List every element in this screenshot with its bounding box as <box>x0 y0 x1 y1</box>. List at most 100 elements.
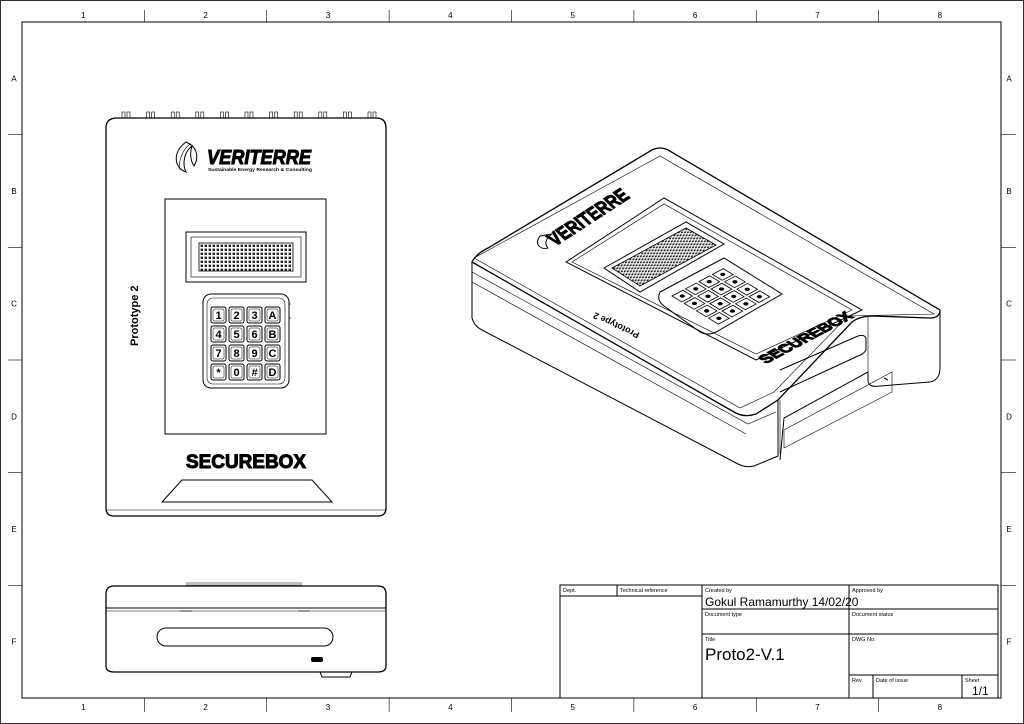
iso-keypad-key-mark <box>732 280 738 284</box>
zone-row-label: C <box>1006 300 1012 309</box>
iso-recess-panel <box>565 197 864 361</box>
keypad-key-label: 4 <box>215 329 222 341</box>
keypad-key-inner <box>266 327 279 341</box>
keypad-key <box>246 363 263 381</box>
keypad-key-label: 8 <box>233 348 239 360</box>
date-of-issue-label: Date of issue <box>876 678 908 684</box>
zone-row-label: F <box>12 638 17 647</box>
title-label: Title <box>705 637 715 643</box>
keypad-key-inner <box>230 327 243 341</box>
keypad-key-label: 0 <box>233 367 239 379</box>
front-brand-name: VERITERRE <box>207 147 312 169</box>
dept-label: Dept. <box>563 588 577 594</box>
keypad-key-label: A <box>269 310 277 322</box>
zone-row-label: E <box>1006 525 1011 534</box>
iso-top-face-outline <box>471 147 941 417</box>
iso-front-face <box>471 262 779 468</box>
iso-keypad-key-mark <box>691 301 698 306</box>
keypad-key-inner <box>212 308 225 322</box>
keypad-key <box>264 306 281 324</box>
keypad-key <box>246 306 263 324</box>
iso-keypad-key-mark <box>743 302 749 306</box>
iso-keypad-key-mark <box>679 294 685 298</box>
keypad-key-inner <box>212 365 225 379</box>
front-lcd-display <box>185 231 307 283</box>
zone-column-label: 7 <box>815 703 820 712</box>
zone-column-label: 8 <box>938 11 943 20</box>
keypad-key <box>210 325 227 343</box>
keypad-key <box>264 363 281 381</box>
keypad-key-label: 9 <box>251 348 257 360</box>
keypad-key-inner <box>266 365 279 379</box>
front-view-outline <box>105 117 387 517</box>
iso-keypad-key-mark <box>744 287 750 291</box>
iso-keypad-key-mark <box>717 301 723 306</box>
keypad-key <box>246 325 263 343</box>
zone-column-label: 6 <box>693 11 698 20</box>
iso-keypad-key-mark <box>731 294 737 299</box>
side-card-slot <box>156 627 334 647</box>
zone-column-label: 2 <box>203 11 208 20</box>
zone-row-label: D <box>1006 412 1012 421</box>
zone-row-label: B <box>1006 187 1011 196</box>
keypad-key-label: 7 <box>215 348 221 360</box>
keypad-key-inner <box>248 365 261 379</box>
keypad-key <box>246 344 263 362</box>
zone-column-label: 1 <box>81 11 86 20</box>
zone-row-label: F <box>1007 638 1012 647</box>
front-view: VERITERRE Sustainable Energy Research & … <box>105 111 387 517</box>
iso-leaf-icon <box>537 233 553 249</box>
zone-column-label: 4 <box>448 703 453 712</box>
keypad-key-inner <box>230 365 243 379</box>
keypad-key-inner <box>266 308 279 322</box>
iso-keypad-key-mark <box>729 309 735 313</box>
keypad-key-inner <box>248 346 261 360</box>
zone-row-label: B <box>11 187 16 196</box>
keypad-key <box>264 344 281 362</box>
zone-row-label: D <box>11 412 17 421</box>
iso-keypad <box>658 257 783 335</box>
keypad-key <box>210 363 227 381</box>
iso-keypad-key-mark <box>716 316 722 320</box>
iso-keypad-key-mark <box>693 287 699 291</box>
iso-keypad-key-mark <box>720 272 726 277</box>
keypad-key <box>264 325 281 343</box>
keypad-key <box>228 306 245 324</box>
dwg-no-label: DWG No. <box>852 637 876 643</box>
front-recess-panel <box>164 198 327 435</box>
iso-keypad-key-mark <box>756 294 762 299</box>
keypad-key-label: # <box>251 367 257 379</box>
keypad-key <box>228 325 245 343</box>
keypad-key-inner <box>248 308 261 322</box>
side-foot <box>319 671 353 678</box>
side-view <box>105 582 387 678</box>
front-brand-tagline: Sustainable Energy Research & Consulting <box>208 167 312 172</box>
zone-column-label: 3 <box>326 703 331 712</box>
keypad-key <box>210 344 227 362</box>
keypad-key-label: 1 <box>215 310 221 322</box>
iso-side-slot <box>779 334 867 393</box>
zone-column-label: 4 <box>448 11 453 20</box>
keypad-key <box>228 363 245 381</box>
keypad-key-inner <box>212 327 225 341</box>
zone-row-label: A <box>1006 74 1012 83</box>
keypad-key-label: 5 <box>233 329 239 341</box>
keypad-key-label: C <box>269 348 277 360</box>
created-by-label: Created by <box>705 588 732 594</box>
zone-row-label: E <box>11 525 16 534</box>
keypad-key-inner <box>230 346 243 360</box>
leaf-flame-icon <box>175 141 198 173</box>
zone-column-label: 2 <box>203 703 208 712</box>
keypad-key-label: 3 <box>251 310 257 322</box>
front-side-label: Prototype 2 <box>129 285 141 346</box>
zone-ticks <box>8 10 1016 712</box>
keypad-key-inner <box>248 327 261 341</box>
zone-column-label: 3 <box>326 11 331 20</box>
keypad-key-label: 6 <box>251 329 257 341</box>
title-value: Proto2-V.1 <box>705 645 785 664</box>
zone-column-label: 5 <box>570 11 575 20</box>
iso-lcd-display <box>603 221 726 293</box>
